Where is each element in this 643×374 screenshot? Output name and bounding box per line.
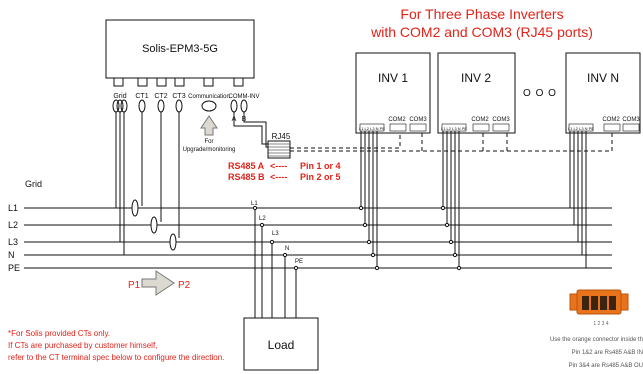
- connector-pin-numbers: 1 2 3 4: [593, 321, 609, 327]
- load-label: Load: [268, 338, 295, 352]
- rj45-label: RJ45: [272, 132, 291, 141]
- inverter-n-com2-label: COM2: [602, 117, 620, 123]
- note-line-3: refer to the CT terminal spec below to c…: [8, 353, 224, 362]
- line-pe-label: PE: [8, 263, 20, 273]
- line-l1-label: L1: [8, 203, 18, 213]
- load-box: Load: [243, 317, 319, 371]
- terminal-communication-label: Communication: [188, 94, 230, 100]
- inverter-1-terminals: L1 L2 L3 N PE: [359, 126, 385, 131]
- terminal-comm-inv-label: COMM-INV: [229, 94, 260, 100]
- upgrade-label-2: Upgrade/monitoring: [183, 147, 236, 153]
- upgrade-arrow-icon: [200, 115, 218, 136]
- direction-p2: P2: [178, 280, 191, 291]
- orange-connector-icon: [569, 289, 629, 315]
- inverter-2-com2-label: COM2: [471, 117, 489, 123]
- rs485-b-pin: Pin 2 or 5: [300, 172, 341, 182]
- note-line-2: If CTs are purchased by customer himself…: [8, 341, 157, 350]
- rs485-b-label: RS485 B: [228, 172, 265, 182]
- grid-label: Grid: [25, 179, 42, 189]
- inverter-2-terminals: L1 L2 L3 N PE: [441, 126, 467, 131]
- direction-arrow-icon: [141, 270, 175, 296]
- inverter-2: INV 2 COM2 COM3 L1 L2 L3 N PE: [437, 52, 516, 134]
- tap-l2-label: L2: [259, 216, 266, 222]
- more-inverters-ellipsis: O O O: [523, 88, 557, 99]
- direction-p1: P1: [128, 280, 141, 291]
- inverter-1-name: INV 1: [378, 71, 408, 85]
- note-line-1: *For Solis provided CTs only.: [8, 329, 110, 338]
- inverter-n-name: INV N: [587, 71, 619, 85]
- load-tap-wires: [254, 208, 297, 318]
- connector-note-2: Pin 1&2 are Rs485 A&B IN: [572, 350, 643, 356]
- terminal-grid-label: Grid: [113, 93, 126, 100]
- rs485-wires: [233, 112, 268, 148]
- meter-terminal-pins: [112, 99, 248, 113]
- tap-n-label: N: [285, 246, 289, 252]
- connector-note-1: Use the orange connector inside th: [550, 337, 643, 343]
- rs485-a-pin: Pin 1 or 4: [300, 161, 341, 171]
- line-l2-label: L2: [8, 220, 18, 230]
- rs485-a-arrow: <----: [270, 161, 287, 171]
- inverter-n-terminals: L1 L2 L3 N PE: [568, 126, 594, 131]
- inverter-n-com3-label: COM3: [622, 117, 640, 123]
- inverter-1-com3-label: COM3: [409, 117, 427, 123]
- line-n-label: N: [8, 250, 15, 260]
- rs485-a-label: RS485 A: [228, 161, 265, 171]
- inverter-2-name: INV 2: [461, 71, 491, 85]
- upgrade-label-1: For: [205, 139, 214, 145]
- terminal-ct1-label: CT1: [135, 93, 148, 100]
- rs485-b-arrow: <----: [270, 172, 287, 182]
- title-line-2: with COM2 and COM3 (RJ45 ports): [370, 24, 593, 40]
- connector-note-3: Pin 3&4 are Rs485 A&B OU: [569, 363, 643, 369]
- terminal-ct2-label: CT2: [154, 93, 167, 100]
- line-l3-label: L3: [8, 237, 18, 247]
- tap-l3-label: L3: [272, 231, 279, 237]
- inverter-1: INV 1 COM2 COM3 L1 L2 L3 N PE: [355, 52, 431, 134]
- inverter-2-com3-label: COM3: [492, 117, 510, 123]
- junction-dots: [252, 205, 462, 271]
- terminal-ct3-label: CT3: [172, 93, 185, 100]
- ct-clamps: [131, 199, 177, 251]
- meter-grid-wires: [115, 112, 180, 255]
- inverter-n: INV N COM2 COM3 L1 L2 L3 N PE: [565, 52, 641, 134]
- inverter-1-com2-label: COM2: [388, 117, 406, 123]
- inverter-drop-wires: [360, 131, 587, 268]
- meter-device: Solis-EPM3-5G: [105, 19, 255, 87]
- rj45-connector-icon: [267, 140, 291, 159]
- title-line-1: For Three Phase Inverters: [400, 6, 563, 22]
- grid-bus-lines: [24, 207, 612, 269]
- meter-name: Solis-EPM3-5G: [142, 43, 218, 55]
- tap-pe-label: PE: [295, 259, 303, 265]
- tap-l1-label: L1: [251, 201, 258, 207]
